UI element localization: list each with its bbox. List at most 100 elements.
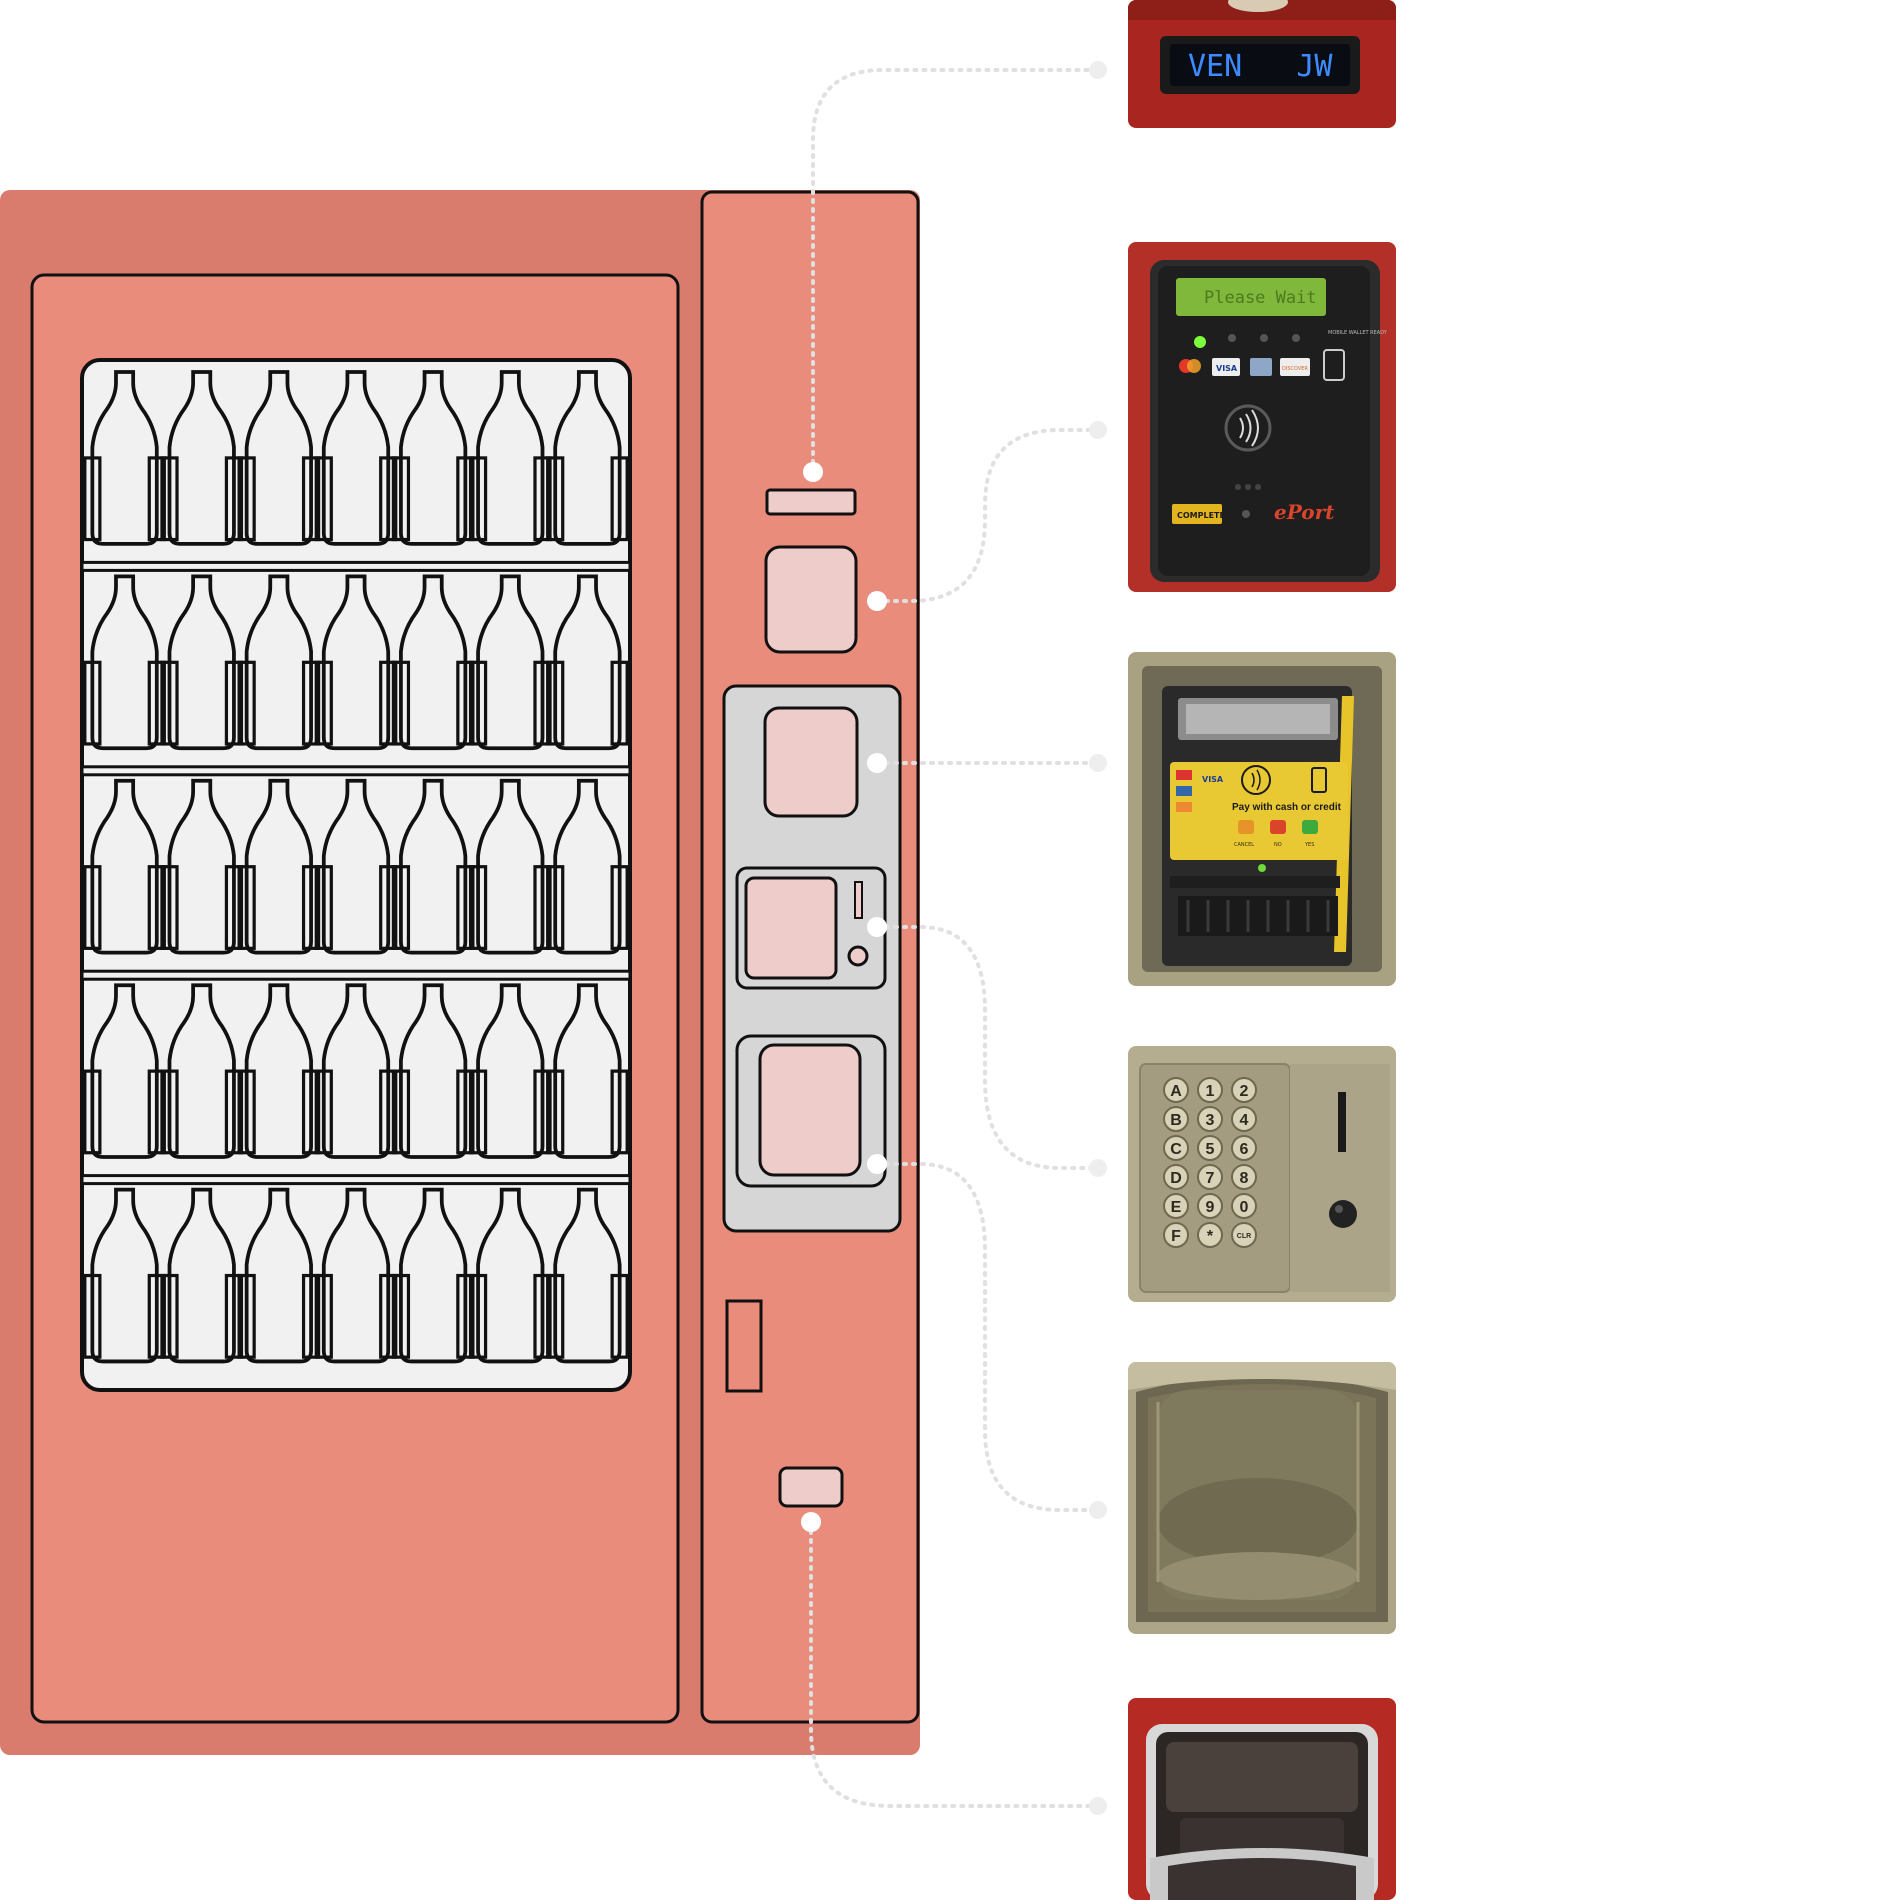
keypad-key-label: 6 bbox=[1240, 1141, 1249, 1158]
bottle bbox=[546, 370, 629, 546]
shelf-divider bbox=[80, 560, 632, 572]
cancel-label: CANCEL bbox=[1234, 842, 1254, 848]
bill-slot-photo bbox=[1338, 1092, 1346, 1152]
bill-slot bbox=[854, 881, 863, 919]
bottle bbox=[468, 370, 552, 546]
yes-button-icon bbox=[1302, 820, 1318, 834]
keypad-key-label: 5 bbox=[1206, 1141, 1215, 1158]
photo-coin-cup bbox=[1128, 1362, 1396, 1634]
delivery-bin-module bbox=[778, 1466, 844, 1508]
end-dot-display bbox=[1089, 61, 1107, 79]
keypad-key: * bbox=[1197, 1222, 1223, 1248]
bottle bbox=[237, 370, 321, 546]
bottle bbox=[83, 983, 166, 1159]
keypad-key-label: 0 bbox=[1240, 1199, 1249, 1216]
bottle bbox=[468, 1187, 552, 1364]
no-button-icon bbox=[1270, 820, 1286, 834]
keypad-key: 0 bbox=[1231, 1193, 1257, 1219]
bottle bbox=[391, 1187, 475, 1364]
shelf-divider bbox=[80, 765, 632, 777]
keypad-key: 9 bbox=[1197, 1193, 1223, 1219]
bottle bbox=[160, 1187, 244, 1364]
bottle bbox=[237, 1187, 321, 1364]
cancel-button-icon bbox=[1238, 820, 1254, 834]
bottle bbox=[237, 983, 321, 1159]
bottle bbox=[391, 574, 475, 751]
vending-machine bbox=[0, 190, 920, 1755]
bottle bbox=[83, 778, 166, 955]
dot-delivery-bin bbox=[801, 1512, 821, 1532]
card-reader-illustration: Please Wait MOBILE WALLET READY VISA DIS… bbox=[1128, 242, 1396, 592]
card-logos: VISA DISCOVER bbox=[1179, 349, 1345, 381]
contactless-icon bbox=[1224, 404, 1272, 452]
coin-cup-module bbox=[758, 1043, 862, 1177]
photo-display: VEN JW bbox=[1128, 0, 1396, 128]
keypad-key: 6 bbox=[1231, 1135, 1257, 1161]
keypad-key: 5 bbox=[1197, 1135, 1223, 1161]
connector-keypad bbox=[875, 925, 1100, 1170]
product-shelves bbox=[80, 370, 632, 1364]
connector-display bbox=[811, 68, 1100, 474]
keypad-key-label: 8 bbox=[1240, 1170, 1249, 1187]
bottle bbox=[468, 574, 552, 751]
bottle bbox=[160, 778, 244, 955]
visa-logo-text: VISA bbox=[1216, 364, 1238, 373]
keypad-key: 4 bbox=[1231, 1106, 1257, 1132]
eport-brand: ePort bbox=[1274, 500, 1335, 524]
keypad-key-label: D bbox=[1170, 1170, 1182, 1187]
payment-visa-text: VISA bbox=[1202, 775, 1224, 784]
shelf-divider bbox=[80, 969, 632, 981]
bottle bbox=[314, 574, 398, 751]
discover-logo-text: DISCOVER bbox=[1282, 366, 1308, 372]
end-dot-keypad bbox=[1089, 1159, 1107, 1177]
end-dot-payment-unit bbox=[1089, 754, 1107, 772]
bottle bbox=[160, 370, 244, 546]
keypad-key-label: A bbox=[1170, 1083, 1182, 1100]
connector-dots bbox=[801, 61, 1107, 1815]
keypad-key: B bbox=[1163, 1106, 1189, 1132]
dot-keypad bbox=[867, 917, 887, 937]
dot-coin-cup bbox=[867, 1154, 887, 1174]
keypad-key-label: C bbox=[1170, 1141, 1182, 1158]
bottle bbox=[546, 778, 629, 955]
keypad-key: A bbox=[1163, 1077, 1189, 1103]
coin-return-knob bbox=[847, 945, 869, 967]
dot-payment-unit bbox=[867, 753, 887, 773]
bottle bbox=[391, 370, 475, 546]
bottle bbox=[546, 983, 629, 1159]
pay-headline: Pay with cash or credit bbox=[1232, 802, 1342, 813]
bottle bbox=[314, 1187, 398, 1364]
bottle bbox=[314, 778, 398, 955]
keypad-key: 3 bbox=[1197, 1106, 1223, 1132]
keypad-key-label: F bbox=[1171, 1228, 1181, 1245]
bottle bbox=[314, 370, 398, 546]
bottle bbox=[83, 370, 166, 546]
display-slot bbox=[765, 488, 857, 516]
keypad-key-label: 2 bbox=[1240, 1083, 1249, 1100]
mobile-wallet-label: MOBILE WALLET READY bbox=[1328, 330, 1388, 336]
keypad-key-label: 4 bbox=[1240, 1112, 1249, 1129]
card-slot-icon bbox=[1311, 767, 1327, 793]
keypad-key: D bbox=[1163, 1164, 1189, 1190]
bottle bbox=[391, 983, 475, 1159]
coin-return-knob-photo bbox=[1329, 1200, 1357, 1228]
keypad-module bbox=[744, 876, 838, 980]
complete-label: COMPLETE bbox=[1177, 511, 1225, 520]
bottle bbox=[468, 983, 552, 1159]
keypad-key: C bbox=[1163, 1135, 1189, 1161]
keypad-key: E bbox=[1163, 1193, 1189, 1219]
card-reader-lcd-text: Please Wait bbox=[1204, 288, 1317, 308]
keypad-key: 8 bbox=[1231, 1164, 1257, 1190]
payment-unit-module bbox=[763, 706, 859, 818]
no-label: NO bbox=[1274, 842, 1282, 848]
photo-payment-unit: VISA Pay with cash or credit CANCEL NO Y… bbox=[1128, 652, 1396, 986]
bottle bbox=[237, 574, 321, 751]
connector-delivery-bin bbox=[809, 1520, 1100, 1808]
keypad-key-label: 9 bbox=[1206, 1199, 1215, 1216]
card-reader-module bbox=[764, 545, 858, 654]
bottle bbox=[83, 574, 166, 751]
bottle bbox=[237, 778, 321, 955]
